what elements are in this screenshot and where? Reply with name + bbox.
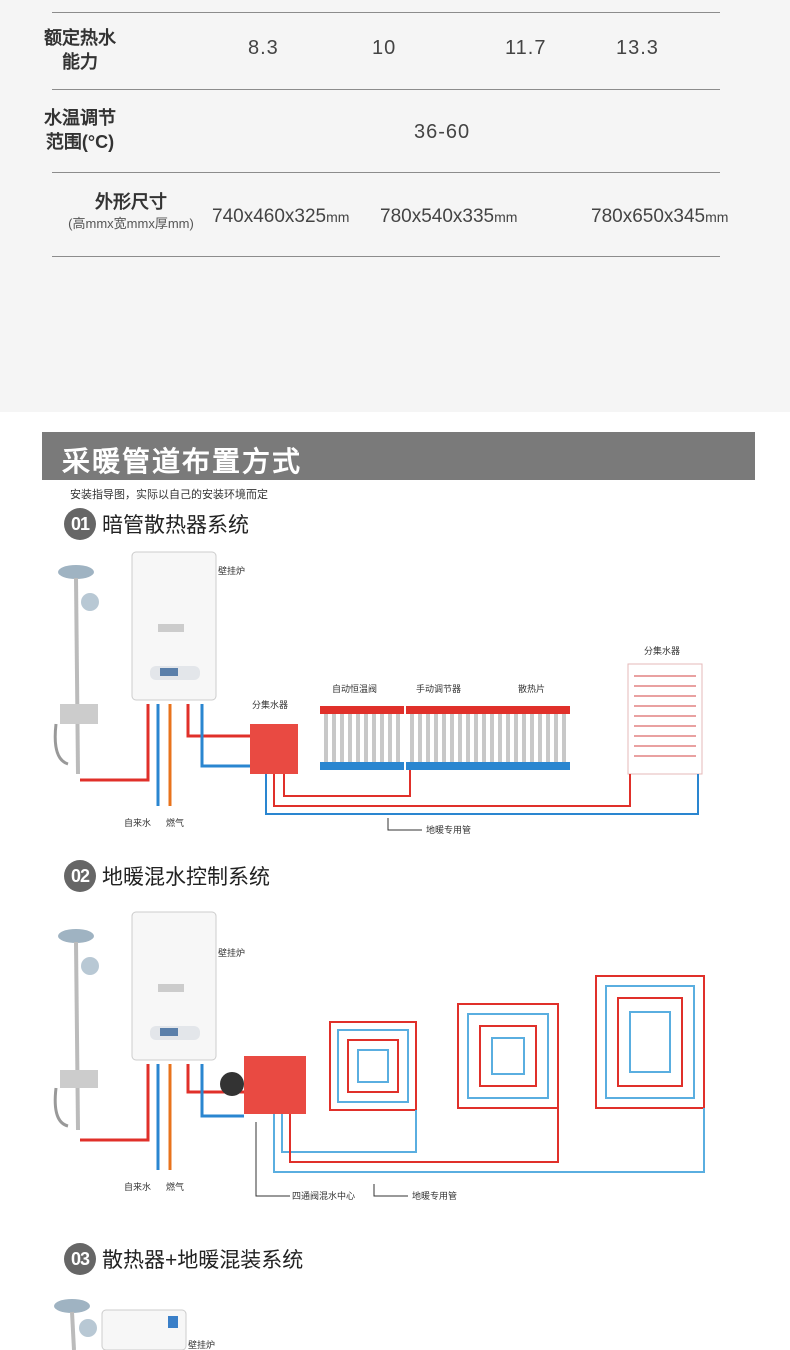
system-number: 01 — [64, 508, 96, 540]
system-number: 03 — [64, 1243, 96, 1275]
label-gas: 燃气 — [166, 817, 184, 828]
cell-value: 13.3 — [616, 37, 659, 59]
cell-value: 10 — [372, 37, 397, 59]
row-label-sub: (高mmx宽mmx厚mm) — [68, 216, 194, 231]
system-heading-02: 02 地暖混水控制系统 — [64, 860, 270, 892]
label-tap-water: 自来水 — [124, 1181, 151, 1192]
system-title: 暗管散热器系统 — [102, 514, 249, 537]
manifold-icon — [250, 724, 298, 774]
row-label-main: 外形尺寸 — [95, 192, 167, 212]
diagram-combined-system: 壁挂炉 — [54, 1299, 215, 1350]
label-manual-valve: 手动调节器 — [416, 683, 461, 694]
system-number: 02 — [64, 860, 96, 892]
towel-radiator-icon — [627, 663, 703, 775]
hot-pipe — [80, 1064, 150, 1142]
row-label: 额定热水 能力 — [44, 28, 116, 72]
radiator-icon — [320, 706, 570, 770]
label-boiler: 壁挂炉 — [188, 1339, 215, 1350]
label-tap-water: 自来水 — [124, 817, 151, 828]
pump-icon — [220, 1072, 244, 1096]
boiler-badge — [168, 1316, 178, 1328]
system-title: 散热器+地暖混装系统 — [102, 1249, 304, 1272]
shower-pole — [70, 1311, 76, 1350]
label-floor-pipe: 地暖专用管 — [426, 824, 471, 835]
section-header: 采暖管道布置方式 — [42, 432, 755, 480]
spec-table: 额定热水 能力 8.3 10 11.7 13.3 水温调节 范围(°C) 36-… — [0, 0, 790, 412]
cell-value: 36-60 — [414, 121, 471, 143]
return-pipe — [200, 1064, 244, 1118]
boiler-icon — [101, 1309, 187, 1350]
floor-coil-icon — [329, 975, 705, 1111]
row-label: 水温调节 范围(°C) — [44, 108, 116, 152]
return-pipe — [200, 704, 250, 768]
cell-value: 780x540x335mm — [380, 206, 518, 227]
floor-cold-line — [265, 774, 699, 815]
label-manifold-right: 分集水器 — [644, 645, 680, 656]
shower-icon — [54, 1299, 90, 1313]
section-note: 安装指导图，实际以自己的安装环境而定 — [70, 489, 268, 501]
supply-pipe — [186, 704, 250, 738]
callout-line — [373, 1184, 408, 1197]
cell-value: 740x460x325mm — [212, 206, 350, 227]
diagram-radiator-system: 壁挂炉 自来水 燃气 分集水器 自动恒温阀 手动调节器 散热片 分集水器 地暖专… — [53, 551, 703, 835]
system-title: 地暖混水控制系统 — [102, 866, 270, 889]
cell-value: 8.3 — [248, 37, 279, 59]
label-boiler: 壁挂炉 — [218, 565, 245, 576]
shower-icon — [53, 929, 99, 1131]
radiator-loop-line — [283, 770, 411, 797]
row-divider — [52, 256, 720, 257]
label-boiler: 壁挂炉 — [218, 947, 245, 958]
boiler-icon — [131, 911, 217, 1061]
cell-value: 11.7 — [505, 37, 547, 59]
row-divider — [52, 172, 720, 173]
diagram-floor-heating-system: 壁挂炉 自来水 燃气 四通阀混水中心 地暖专用管 — [53, 911, 705, 1201]
floor-line — [273, 1108, 705, 1173]
floor-line — [289, 1108, 559, 1163]
label-gas: 燃气 — [166, 1181, 184, 1192]
mixing-manifold-icon — [244, 1056, 306, 1114]
shower-handheld-icon — [79, 1319, 97, 1337]
system-heading-01: 01 暗管散热器系统 — [64, 508, 249, 540]
table-top-rule — [52, 12, 720, 13]
label-floor-pipe: 地暖专用管 — [412, 1190, 457, 1201]
system-heading-03: 03 散热器+地暖混装系统 — [64, 1243, 303, 1275]
row-divider — [52, 89, 720, 90]
row-label: 外形尺寸 (高mmx宽mmx厚mm) — [52, 190, 210, 234]
boiler-icon — [131, 551, 217, 701]
callout-line — [255, 1122, 290, 1197]
hot-pipe — [80, 704, 150, 782]
section-title: 采暖管道布置方式 — [62, 446, 303, 477]
label-auto-valve: 自动恒温阀 — [332, 683, 377, 694]
callout-line — [387, 818, 422, 831]
label-manifold: 分集水器 — [252, 699, 288, 710]
floor-line — [281, 1110, 417, 1153]
label-mix-center: 四通阀混水中心 — [292, 1190, 355, 1201]
label-radiator: 散热片 — [518, 683, 545, 694]
floor-hot-line — [273, 774, 631, 807]
shower-icon — [53, 565, 99, 775]
cell-value: 780x650x345mm — [591, 206, 729, 227]
